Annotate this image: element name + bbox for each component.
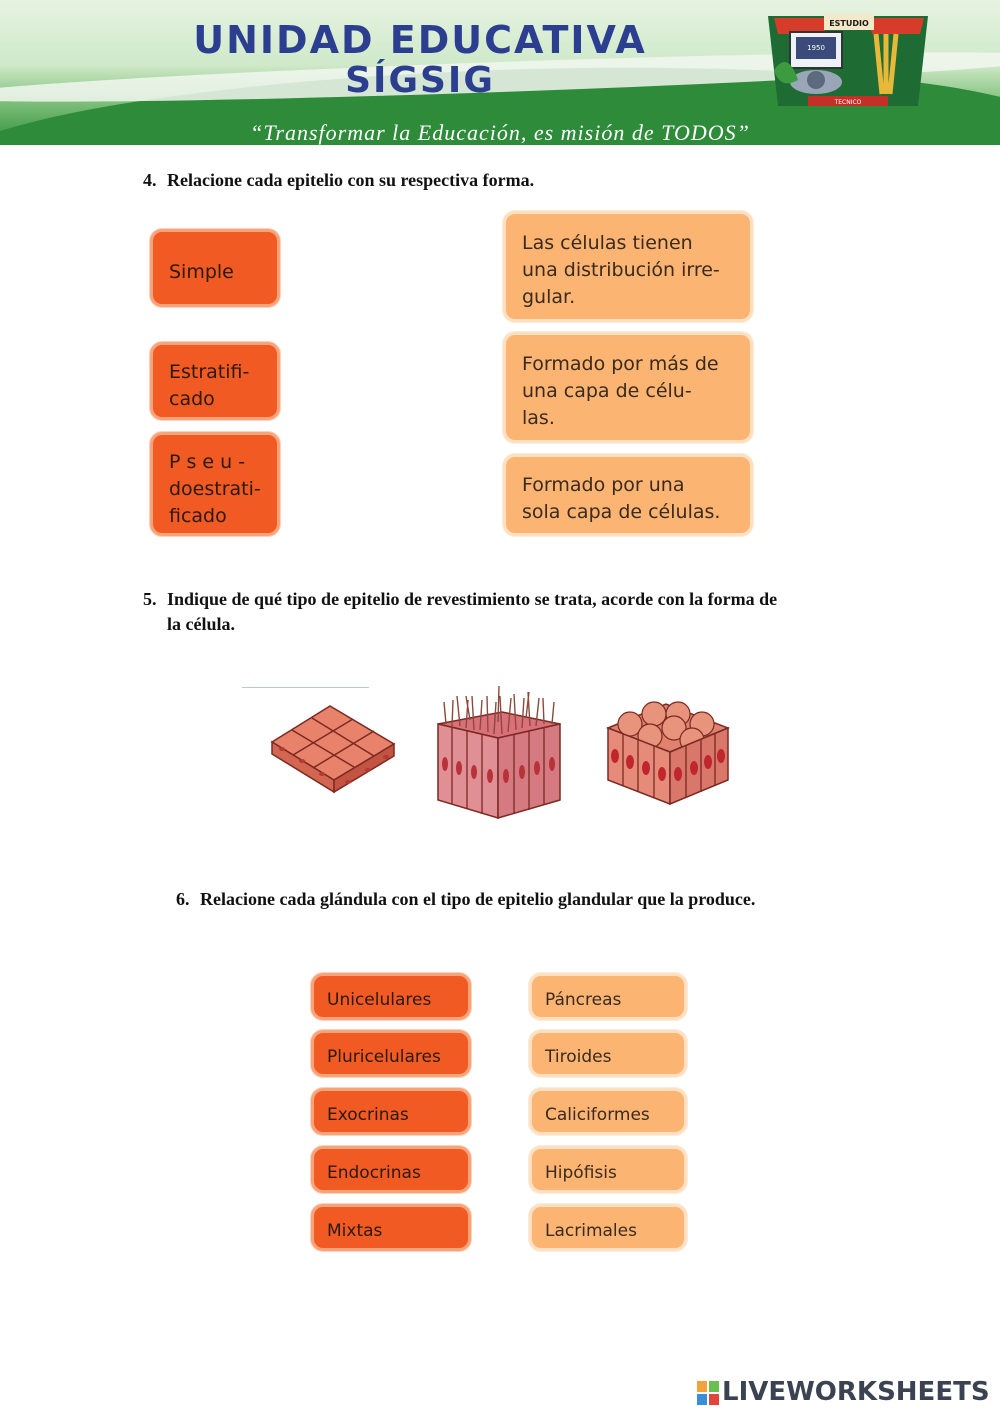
box-text-line: ficado xyxy=(169,505,227,527)
question-4-text: Relacione cada epitelio con su respectiv… xyxy=(167,170,535,190)
q4-left-item-estratificado[interactable]: Estratifi-cado xyxy=(150,342,280,420)
box-text-line: doestrati- xyxy=(169,478,261,500)
box-text-line: Las células tienen xyxy=(522,232,693,254)
columnar-ciliated-epithelium-icon xyxy=(437,685,561,820)
school-name-line2: SÍGSIG xyxy=(345,60,495,101)
box-text-line: gular. xyxy=(522,286,576,308)
box-text-line: Formado por una xyxy=(522,474,685,496)
squamous-epithelium-icon xyxy=(270,705,396,794)
question-6: 6. Relacione cada glándula con el tipo d… xyxy=(176,887,976,913)
box-text-line: cado xyxy=(169,388,215,410)
question-6-text: Relacione cada glándula con el tipo de e… xyxy=(200,889,756,909)
q6-right-item-tiroides[interactable]: Tiroides xyxy=(529,1030,687,1077)
q6-left-item-unicelulares[interactable]: Unicelulares xyxy=(311,973,471,1020)
svg-text:TECNICO: TECNICO xyxy=(834,99,862,106)
liveworksheets-watermark: LIVEWORKSHEETS xyxy=(722,1377,990,1407)
box-text-line: Simple xyxy=(169,261,234,283)
q4-left-item-simple[interactable]: Simple xyxy=(150,229,280,307)
school-name-line1: UNIDAD EDUCATIVA xyxy=(193,18,647,62)
question-4-number: 4. xyxy=(143,170,157,190)
question-5: 5. Indique de qué tipo de epitelio de re… xyxy=(143,587,943,639)
school-motto: “Transformar la Educación, es misión de … xyxy=(250,120,750,145)
question-6-number: 6. xyxy=(176,889,190,909)
q4-right-item-3[interactable]: Formado por una sola capa de células. xyxy=(503,454,753,536)
q6-right-item-pancreas[interactable]: Páncreas xyxy=(529,973,687,1020)
q4-right-item-1[interactable]: Las células tienen una distribución irre-… xyxy=(503,211,753,322)
school-logo-icon: ESTUDIO 1950 TECNICO xyxy=(768,14,928,106)
box-text-line: Formado por más de xyxy=(522,353,719,375)
question-5-number: 5. xyxy=(143,589,157,609)
svg-text:1950: 1950 xyxy=(807,44,825,52)
question-5-text-line2: la célula. xyxy=(167,614,235,634)
box-text-line: las. xyxy=(522,407,555,429)
q6-right-item-hipofisis[interactable]: Hipófisis xyxy=(529,1146,687,1193)
question-5-text-line1: Indique de qué tipo de epitelio de reves… xyxy=(167,589,778,609)
q6-left-item-endocrinas[interactable]: Endocrinas xyxy=(311,1146,471,1193)
q6-left-item-exocrinas[interactable]: Exocrinas xyxy=(311,1088,471,1135)
svg-text:ESTUDIO: ESTUDIO xyxy=(829,19,869,28)
box-text-line: P s e u - xyxy=(169,451,246,473)
q4-left-item-pseudoestratificado[interactable]: P s e u - doestrati-ficado xyxy=(150,432,280,536)
liveworksheets-logo-icon xyxy=(697,1381,719,1405)
q6-left-item-pluricelulares[interactable]: Pluricelulares xyxy=(311,1030,471,1077)
box-text-line: Estratifi- xyxy=(169,361,250,383)
box-text-line: una distribución irre- xyxy=(522,259,720,281)
q6-right-item-caliciformes[interactable]: Caliciformes xyxy=(529,1088,687,1135)
box-text-line: sola capa de células. xyxy=(522,501,721,523)
cuboidal-epithelium-icon xyxy=(605,701,731,806)
q4-right-item-2[interactable]: Formado por más de una capa de célu-las. xyxy=(503,332,753,443)
box-text-line: una capa de célu- xyxy=(522,380,692,402)
question-4: 4. Relacione cada epitelio con su respec… xyxy=(143,168,943,194)
header-banner: UNIDAD EDUCATIVA SÍGSIG “Transformar la … xyxy=(0,0,1000,145)
q6-left-item-mixtas[interactable]: Mixtas xyxy=(311,1204,471,1251)
answer-line xyxy=(242,687,369,688)
q6-right-item-lacrimales[interactable]: Lacrimales xyxy=(529,1204,687,1251)
